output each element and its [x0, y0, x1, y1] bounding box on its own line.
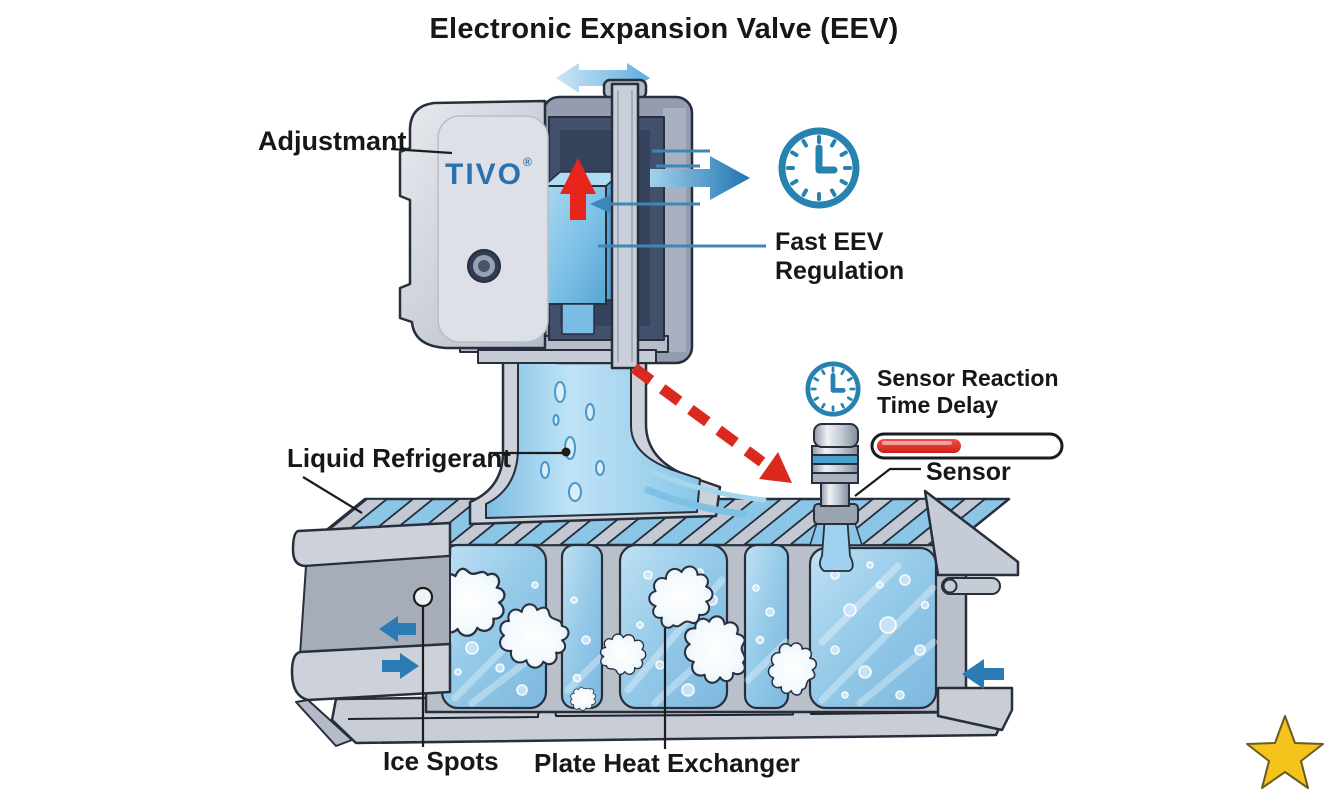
clock-icon-large	[782, 131, 856, 205]
flow-arrow-left-icon	[379, 616, 416, 642]
plate-heat-exchanger	[290, 489, 1020, 747]
registered-mark: ®	[523, 155, 532, 169]
ice-spot-marker	[412, 586, 434, 608]
plate-heat-exchanger-label: Plate Heat Exchanger	[534, 748, 800, 778]
sensor-delay-progress-bar	[870, 432, 1064, 460]
brand-name: TIVO	[445, 158, 524, 191]
sensor-label: Sensor	[926, 458, 1011, 486]
adjustment-knob	[467, 249, 501, 283]
right-end-cap	[923, 489, 1020, 732]
plunger-pointer-icon	[590, 195, 610, 213]
diagram-title: Electronic Expansion Valve (EEV)	[429, 13, 899, 45]
valve-callout-lines	[598, 149, 766, 248]
fast-regulation-arrow-icon	[650, 156, 750, 200]
flow-arrow-inlet-icon	[962, 659, 1004, 689]
fast-eev-regulation-label: Fast EEV Regulation	[775, 228, 904, 286]
adjustment-label: Adjustmant	[258, 126, 407, 156]
sensor-reaction-line2: Time Delay	[877, 391, 999, 418]
valve-up-arrow-icon	[560, 158, 596, 220]
liquid-refrigerant-label: Liquid Refrigerant	[287, 443, 511, 473]
flow-arrow-right-icon	[382, 653, 419, 679]
sensor-reaction-line1: Sensor Reaction	[877, 365, 1059, 391]
sensor-reaction-label: Sensor Reaction Time Delay	[877, 365, 1059, 418]
valve-strap	[610, 82, 640, 370]
red-dashed-arrow-icon	[630, 363, 792, 483]
star-icon	[1246, 715, 1324, 789]
clock-icon-small	[808, 364, 858, 414]
eev-valve	[398, 78, 694, 370]
sensor-probe	[808, 423, 864, 572]
refrigerant-pipe	[468, 354, 767, 526]
liquid-pointer-dot	[561, 447, 571, 457]
brand-logo: TIVO®	[445, 155, 532, 193]
label-callout-lines	[302, 147, 921, 749]
fast-eev-line2: Regulation	[775, 257, 905, 285]
ice-spots-label: Ice Spots	[383, 746, 499, 776]
pipe-droplets	[540, 381, 605, 502]
fast-eev-line1: Fast EEV	[775, 228, 884, 256]
bubbles	[454, 561, 930, 700]
